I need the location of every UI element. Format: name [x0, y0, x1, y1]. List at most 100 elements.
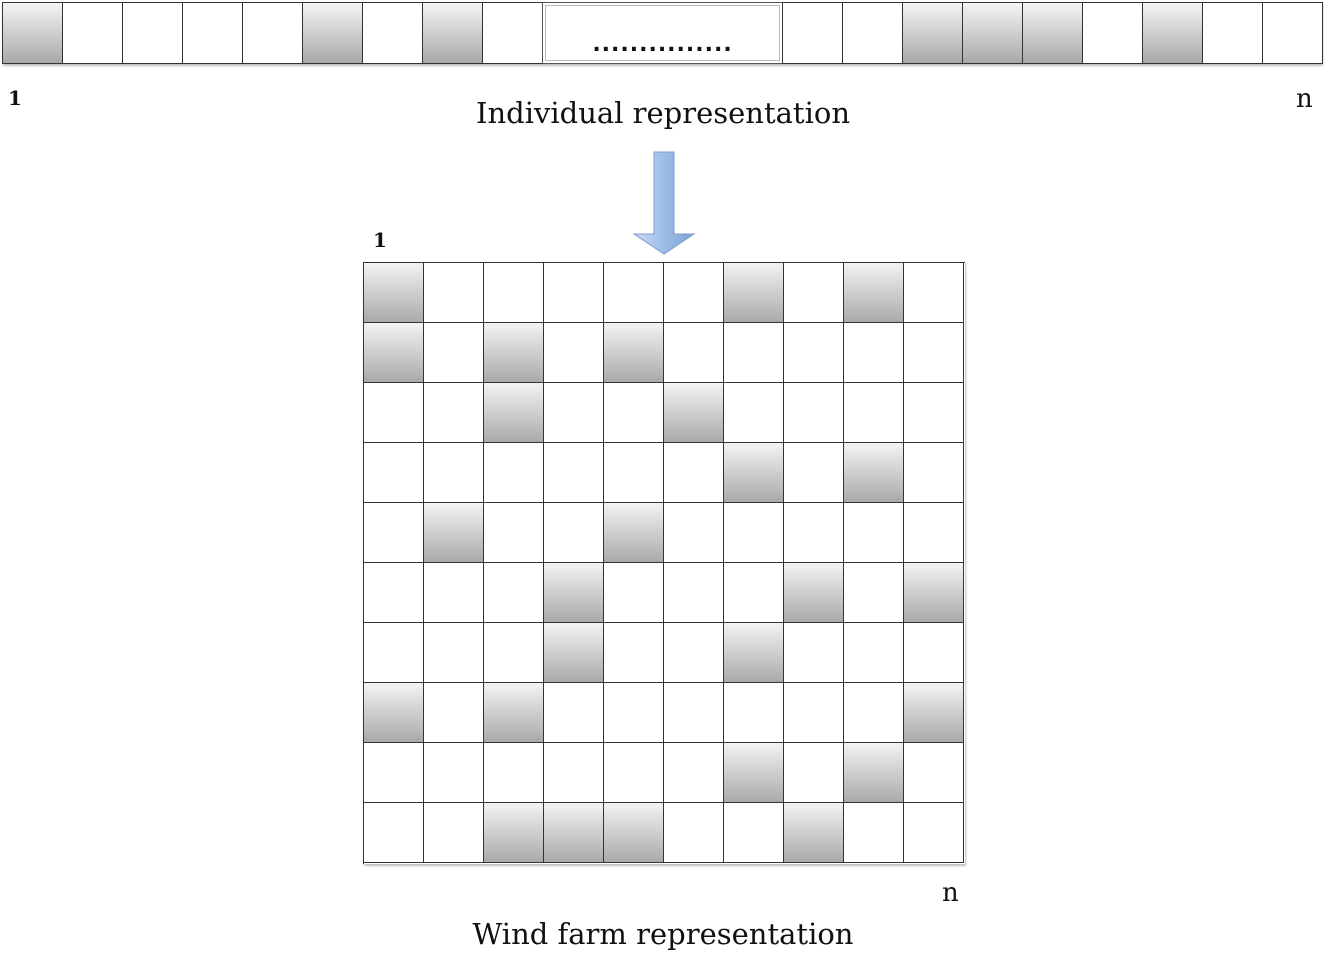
grid-cell-empty — [664, 323, 724, 383]
strip-cell-empty — [782, 2, 843, 64]
grid-cell-empty — [424, 683, 484, 743]
grid-cell-empty — [604, 443, 664, 503]
grid-cell-turbine — [664, 383, 724, 443]
grid-cell-empty — [904, 323, 964, 383]
grid-cell-empty — [484, 623, 544, 683]
grid-cell-turbine — [724, 443, 784, 503]
grid-cell-empty — [484, 743, 544, 803]
grid-cell-empty — [664, 563, 724, 623]
grid-cell-empty — [784, 743, 844, 803]
grid-cell-empty — [904, 803, 964, 863]
grid-cell-turbine — [724, 623, 784, 683]
grid-start-label: 1 — [373, 228, 387, 252]
grid-cell-empty — [844, 503, 904, 563]
strip-cell-filled — [422, 2, 483, 64]
grid-cell-empty — [424, 443, 484, 503]
grid-cell-empty — [844, 563, 904, 623]
grid-cell-turbine — [364, 323, 424, 383]
strip-cell-filled — [1142, 2, 1203, 64]
strip-cell-filled — [962, 2, 1023, 64]
grid-cell-turbine — [784, 563, 844, 623]
grid-cell-turbine — [904, 683, 964, 743]
grid-cell-turbine — [604, 503, 664, 563]
individual-caption: Individual representation — [476, 96, 850, 130]
wind-farm-grid — [363, 262, 965, 864]
grid-cell-empty — [784, 263, 844, 323]
grid-cell-empty — [424, 383, 484, 443]
grid-cell-empty — [724, 803, 784, 863]
grid-cell-empty — [544, 383, 604, 443]
strip-cell-empty — [1082, 2, 1143, 64]
grid-cell-empty — [484, 503, 544, 563]
grid-cell-empty — [664, 623, 724, 683]
strip-cell-empty — [842, 2, 903, 64]
grid-cell-empty — [544, 683, 604, 743]
grid-cell-turbine — [544, 803, 604, 863]
grid-cell-empty — [904, 743, 964, 803]
grid-cell-empty — [904, 263, 964, 323]
strip-cell-empty — [242, 2, 303, 64]
grid-cell-empty — [424, 743, 484, 803]
grid-cell-empty — [904, 623, 964, 683]
grid-cell-turbine — [424, 503, 484, 563]
grid-cell-empty — [544, 443, 604, 503]
grid-cell-empty — [904, 383, 964, 443]
grid-cell-empty — [424, 563, 484, 623]
grid-cell-empty — [364, 383, 424, 443]
strip-end-label: n — [1296, 84, 1313, 114]
grid-cell-empty — [784, 323, 844, 383]
grid-cell-empty — [364, 803, 424, 863]
grid-cell-empty — [724, 503, 784, 563]
grid-cell-turbine — [364, 683, 424, 743]
grid-cell-empty — [604, 743, 664, 803]
strip-cell-empty — [362, 2, 423, 64]
strip-cell-empty — [482, 2, 543, 64]
grid-cell-empty — [484, 263, 544, 323]
strip-cell-empty — [1262, 2, 1323, 64]
grid-cell-empty — [424, 263, 484, 323]
grid-cell-empty — [664, 683, 724, 743]
grid-cell-turbine — [484, 323, 544, 383]
strip-cell-filled — [902, 2, 963, 64]
grid-cell-empty — [664, 743, 724, 803]
grid-cell-empty — [424, 803, 484, 863]
grid-cell-turbine — [484, 803, 544, 863]
grid-cell-turbine — [484, 383, 544, 443]
strip-start-label: 1 — [8, 86, 22, 110]
grid-cell-empty — [784, 443, 844, 503]
grid-cell-empty — [604, 383, 664, 443]
grid-cell-empty — [784, 503, 844, 563]
grid-cell-turbine — [844, 263, 904, 323]
grid-cell-turbine — [904, 563, 964, 623]
grid-cell-empty — [364, 623, 424, 683]
grid-cell-turbine — [844, 743, 904, 803]
grid-cell-empty — [664, 443, 724, 503]
strip-ellipsis: ............... — [542, 2, 783, 64]
grid-cell-empty — [904, 443, 964, 503]
grid-cell-empty — [544, 743, 604, 803]
grid-cell-turbine — [724, 263, 784, 323]
grid-cell-empty — [784, 623, 844, 683]
grid-cell-empty — [424, 323, 484, 383]
individual-strip: ............... — [2, 2, 1323, 64]
grid-cell-empty — [664, 503, 724, 563]
grid-cell-empty — [724, 323, 784, 383]
strip-cell-filled — [1022, 2, 1083, 64]
grid-cell-turbine — [544, 623, 604, 683]
grid-cell-empty — [724, 383, 784, 443]
strip-cell-filled — [2, 2, 63, 64]
grid-cell-empty — [364, 743, 424, 803]
grid-cell-empty — [364, 503, 424, 563]
wind-farm-caption: Wind farm representation — [472, 917, 854, 951]
strip-cell-empty — [62, 2, 123, 64]
grid-cell-turbine — [604, 323, 664, 383]
grid-cell-empty — [424, 623, 484, 683]
grid-cell-empty — [664, 263, 724, 323]
grid-cell-empty — [604, 563, 664, 623]
grid-cell-empty — [544, 503, 604, 563]
grid-cell-empty — [544, 263, 604, 323]
down-arrow-icon — [632, 151, 696, 255]
grid-cell-empty — [664, 803, 724, 863]
grid-end-label: n — [942, 878, 959, 908]
grid-cell-empty — [724, 683, 784, 743]
